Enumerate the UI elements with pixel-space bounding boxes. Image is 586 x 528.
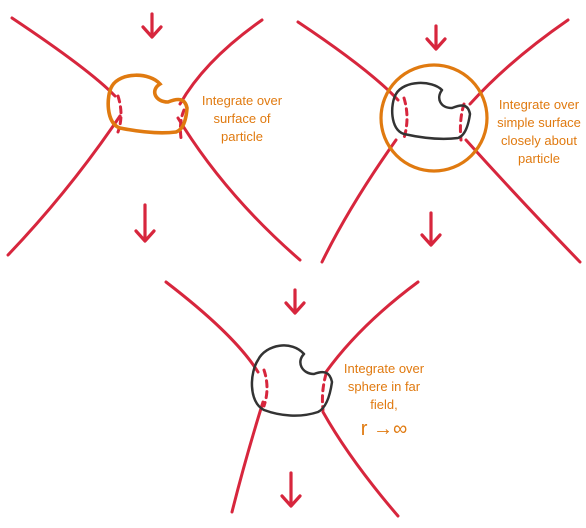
caption-line: particle [493, 150, 585, 168]
caption-line: Integrate over [493, 96, 585, 114]
panel-1-caption: Integrate over surface of particle [196, 92, 288, 146]
dashed-segments [264, 370, 326, 410]
caption-line: Integrate over [196, 92, 288, 110]
caption-line: sphere in far [338, 378, 430, 396]
dashed-segments [404, 98, 464, 140]
caption-line: surface of [196, 110, 288, 128]
panel-3-caption: Integrate over sphere in far field, r →∞ [338, 360, 430, 442]
caption-line: field, [338, 396, 430, 414]
down-arrow-icon [427, 26, 445, 49]
particle-outline [392, 83, 470, 139]
caption-line: Integrate over [338, 360, 430, 378]
caption-line: simple surface [493, 114, 585, 132]
down-arrow-icon [286, 290, 304, 313]
panel-2-caption: Integrate over simple surface closely ab… [493, 96, 585, 168]
down-arrow-icon [422, 213, 440, 245]
simple-integration-surface [381, 65, 487, 171]
down-arrow-icon [136, 205, 154, 241]
far-field-limit-formula: r →∞ [338, 416, 430, 442]
caption-line: closely about [493, 132, 585, 150]
caption-line: particle [196, 128, 288, 146]
down-arrow-icon [282, 473, 300, 506]
down-arrow-icon [143, 14, 161, 37]
